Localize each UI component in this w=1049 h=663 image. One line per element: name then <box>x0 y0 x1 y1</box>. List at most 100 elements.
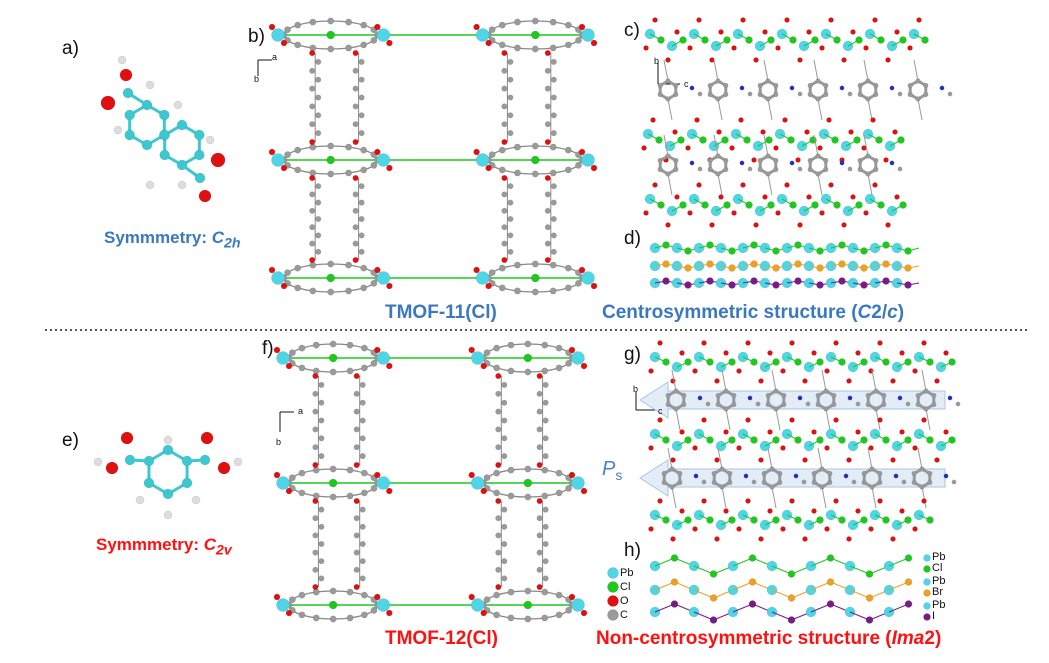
oxygen-atom <box>468 471 475 479</box>
bond <box>801 139 814 147</box>
bond <box>767 98 773 121</box>
bond <box>871 369 877 392</box>
legend-br: Br <box>932 586 943 598</box>
bond <box>654 557 675 567</box>
oxygen-atom <box>780 368 786 374</box>
oxygen-atom <box>760 129 766 135</box>
bond <box>852 519 865 526</box>
carbon-atom <box>329 340 337 348</box>
carbon-atom <box>353 566 360 573</box>
bond <box>830 514 843 521</box>
halide-atom <box>904 600 913 608</box>
carbon-atom <box>501 138 508 146</box>
carbon-atom <box>501 191 508 198</box>
carbon-atom <box>352 207 359 214</box>
oxygen-atom <box>775 210 781 216</box>
carbon-atom <box>315 112 322 119</box>
bond <box>649 198 662 206</box>
bond <box>649 33 662 41</box>
carbon-atom <box>501 453 508 460</box>
oxygen-atom <box>480 362 487 370</box>
oxygen-atom <box>736 368 742 374</box>
carbon-atom <box>915 401 921 408</box>
hydrogen-atom <box>113 125 123 135</box>
carbon-atom <box>309 138 316 146</box>
carbon-atom <box>159 129 170 141</box>
bond <box>698 263 711 267</box>
axis-label-b: b <box>654 56 660 66</box>
carbon-atom <box>318 575 325 582</box>
carbon-atom <box>711 470 717 477</box>
carbon-atom <box>707 166 713 173</box>
oxygen-atom <box>120 431 134 445</box>
bond <box>874 244 887 249</box>
carbon-atom <box>536 549 543 556</box>
polarization-arrow <box>639 459 946 497</box>
carbon-atom <box>309 67 316 74</box>
oxygen-atom <box>740 17 746 23</box>
lead-atom <box>571 351 585 365</box>
bond <box>888 581 909 591</box>
carbon-atom <box>312 341 320 349</box>
carbon-atom <box>312 583 319 591</box>
bond <box>693 565 714 575</box>
carbon-atom <box>294 21 302 29</box>
carbon-atom <box>524 615 532 623</box>
carbon-atom <box>544 191 551 198</box>
carbon-atom <box>329 465 337 473</box>
nitrogen-atom <box>947 395 953 401</box>
carbon-atom <box>549 169 557 177</box>
carbon-atom <box>873 166 879 173</box>
bond <box>786 433 799 441</box>
carbon-atom <box>353 390 360 397</box>
oxygen-atom <box>921 498 927 504</box>
legend-atom <box>923 602 931 610</box>
carbon-atom <box>360 344 368 352</box>
oxygen-atom <box>811 508 817 514</box>
hydrogen-atom <box>117 55 127 65</box>
carbon-atom <box>370 484 378 492</box>
carbon-atom <box>550 58 557 65</box>
lead-atom <box>276 476 290 490</box>
oxygen-atom <box>648 445 654 451</box>
oxygen-atom <box>665 222 671 228</box>
carbon-atom <box>877 479 883 486</box>
carbon-atom <box>555 469 563 477</box>
carbon-atom <box>677 479 683 486</box>
carbon-atom <box>915 392 921 399</box>
hydrogen-atom <box>163 435 173 445</box>
oxygen-atom <box>210 152 226 168</box>
carbon-atom <box>353 583 360 591</box>
carbon-atom <box>574 36 582 44</box>
oxygen-atom <box>386 164 393 172</box>
oxygen-atom <box>468 593 475 601</box>
carbon-atom <box>360 364 368 372</box>
carbon-atom <box>905 401 911 407</box>
hydrogen-atom <box>145 80 155 90</box>
carbon-atom <box>353 408 360 415</box>
oxygen-atom <box>758 536 764 542</box>
carbon-atom <box>493 611 501 619</box>
lead-atom <box>581 28 595 42</box>
carbon-atom <box>827 479 833 486</box>
carbon-atom <box>542 523 549 530</box>
oxygen-atom <box>912 445 918 451</box>
bond <box>693 589 714 599</box>
carbon-atom <box>309 256 316 264</box>
carbon-atom <box>298 344 306 352</box>
carbon-atom <box>312 566 319 573</box>
bond <box>764 439 777 447</box>
carbon-atom <box>761 479 767 486</box>
bond <box>775 408 781 431</box>
carbon-atom <box>807 82 813 89</box>
carbon-atom <box>352 103 359 110</box>
carbon-atom <box>329 587 337 595</box>
bond <box>918 514 931 521</box>
panel-label-d: d) <box>624 228 641 249</box>
oxygen-atom <box>751 157 757 163</box>
bond <box>764 361 777 368</box>
bond <box>698 280 711 284</box>
carbon-atom <box>352 224 359 231</box>
carbon-atom <box>507 130 514 137</box>
carbon-atom <box>555 364 563 372</box>
